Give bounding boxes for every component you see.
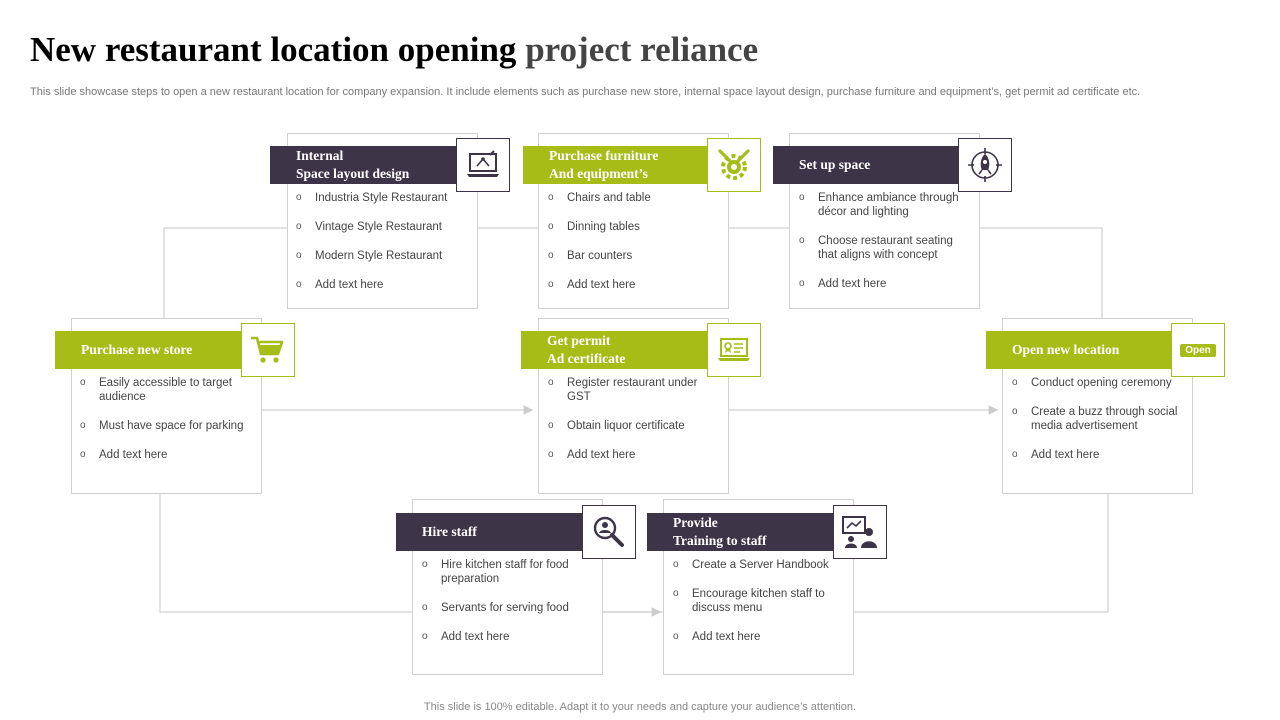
banner-hire-staff: Hire staff bbox=[396, 513, 584, 551]
presentation-trainer-icon bbox=[833, 505, 887, 559]
list-item: Add text here bbox=[80, 448, 255, 462]
list-item: Encourage kitchen staff to discuss menu bbox=[673, 587, 848, 615]
list-item: Modern Style Restaurant bbox=[296, 249, 471, 263]
list-item: Add text here bbox=[422, 630, 597, 644]
list-internal-layout: Industria Style Restaurant Vintage Style… bbox=[296, 191, 471, 292]
list-item: Obtain liquor certificate bbox=[548, 419, 723, 433]
rocket-target-icon bbox=[958, 138, 1012, 192]
banner-internal-layout: Internal Space layout design bbox=[270, 146, 458, 184]
banner-furniture: Purchase furniture And equipment’s bbox=[523, 146, 711, 184]
list-item: Chairs and table bbox=[548, 191, 723, 205]
banner-open-location: Open new location bbox=[986, 331, 1174, 369]
list-item: Bar counters bbox=[548, 249, 723, 263]
list-setup-space: Enhance ambiance through décor and light… bbox=[799, 191, 974, 291]
list-open-location: Conduct opening ceremony Create a buzz t… bbox=[1012, 376, 1187, 462]
list-item: Servants for serving food bbox=[422, 601, 597, 615]
list-furniture: Chairs and table Dinning tables Bar coun… bbox=[548, 191, 723, 292]
list-item: Add text here bbox=[799, 277, 974, 291]
list-item: Create a buzz through social media adver… bbox=[1012, 405, 1187, 433]
list-item: Add text here bbox=[548, 278, 723, 292]
page-title: New restaurant location opening project … bbox=[30, 30, 758, 70]
list-permit: Register restaurant under GST Obtain liq… bbox=[548, 376, 723, 462]
list-item: Create a Server Handbook bbox=[673, 558, 848, 572]
open-badge: Open bbox=[1180, 343, 1216, 357]
tools-gear-icon bbox=[707, 138, 761, 192]
list-item: Choose restaurant seating that aligns wi… bbox=[799, 234, 974, 262]
list-item: Must have space for parking bbox=[80, 419, 255, 433]
shopping-cart-icon bbox=[241, 323, 295, 377]
banner-permit: Get permit Ad certificate bbox=[521, 331, 709, 369]
list-item: Industria Style Restaurant bbox=[296, 191, 471, 205]
page-footer: This slide is 100% editable. Adapt it to… bbox=[423, 701, 857, 713]
banner-training: Provide Training to staff bbox=[647, 513, 835, 551]
list-item: Conduct opening ceremony bbox=[1012, 376, 1187, 390]
list-item: Vintage Style Restaurant bbox=[296, 220, 471, 234]
list-item: Hire kitchen staff for food preparation bbox=[422, 558, 597, 586]
list-item: Add text here bbox=[1012, 448, 1187, 462]
certificate-laptop-icon bbox=[707, 323, 761, 377]
list-item: Register restaurant under GST bbox=[548, 376, 723, 404]
banner-purchase-store: Purchase new store bbox=[55, 331, 243, 369]
list-item: Easily accessible to target audience bbox=[80, 376, 255, 404]
list-item: Enhance ambiance through décor and light… bbox=[799, 191, 974, 219]
list-purchase-store: Easily accessible to target audience Mus… bbox=[80, 376, 255, 462]
list-training: Create a Server Handbook Encourage kitch… bbox=[673, 558, 848, 644]
list-hire-staff: Hire kitchen staff for food preparation … bbox=[422, 558, 597, 644]
laptop-design-icon bbox=[456, 138, 510, 192]
banner-setup-space: Set up space bbox=[773, 146, 961, 184]
magnifier-person-icon bbox=[582, 505, 636, 559]
page-subtitle: This slide showcase steps to open a new … bbox=[30, 86, 1141, 98]
list-item: Add text here bbox=[673, 630, 848, 644]
list-item: Add text here bbox=[296, 278, 471, 292]
title-main: New restaurant location opening bbox=[30, 30, 517, 69]
list-item: Add text here bbox=[548, 448, 723, 462]
title-accent: project reliance bbox=[525, 30, 759, 69]
list-item: Dinning tables bbox=[548, 220, 723, 234]
open-sign-icon: Open bbox=[1171, 323, 1225, 377]
